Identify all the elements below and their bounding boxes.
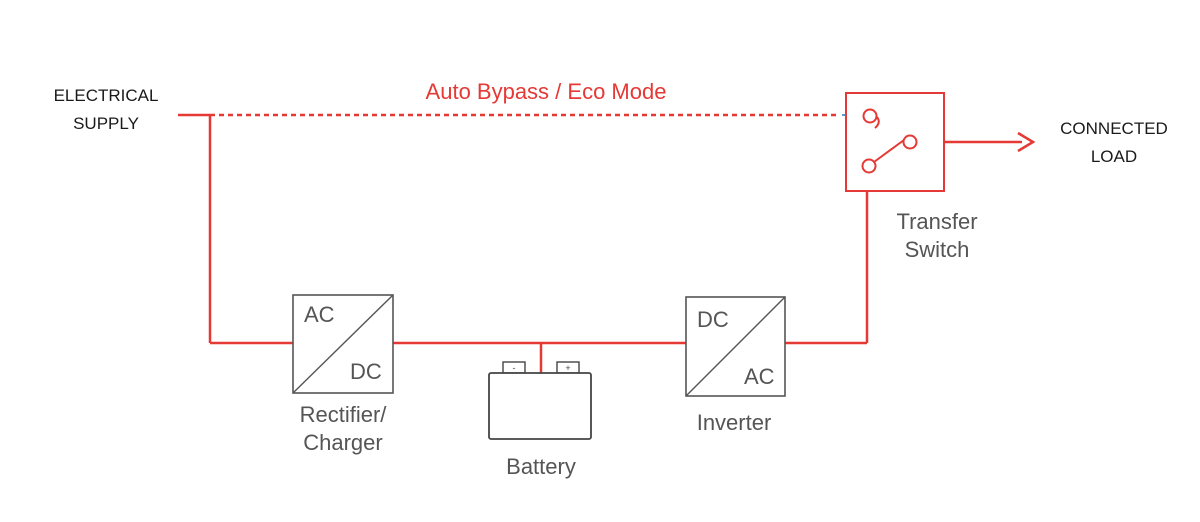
battery-minus-sign: - xyxy=(513,363,516,373)
battery: - + xyxy=(488,361,592,440)
rectifier-charger: AC DC xyxy=(292,294,394,394)
bypass-contact-icon xyxy=(862,108,878,124)
supply-label-line1: ELECTRICAL xyxy=(54,86,159,105)
supply-label-line2: SUPPLY xyxy=(73,114,139,133)
inverter-contact-icon xyxy=(861,158,877,174)
transfer-switch-label-line1: Transfer xyxy=(896,209,977,234)
transfer-switch-label-line2: Switch xyxy=(905,237,970,262)
rectifier-input-label: AC xyxy=(304,302,335,327)
load-label-line2: LOAD xyxy=(1091,147,1137,166)
inverter-input-label: DC xyxy=(697,307,729,332)
transfer-switch xyxy=(845,92,945,192)
rectifier-diagonal xyxy=(292,294,394,394)
output-contact-icon xyxy=(902,134,918,150)
load-label-line1: CONNECTED xyxy=(1060,119,1168,138)
switch-blade-icon xyxy=(873,139,905,163)
inverter-label: Inverter xyxy=(697,410,772,435)
power-lines xyxy=(178,113,1022,373)
rectifier-label-line2: Charger xyxy=(303,430,382,455)
inverter: DC AC xyxy=(685,296,786,397)
rectifier-label-line1: Rectifier/ xyxy=(300,402,388,427)
battery-body xyxy=(488,372,592,440)
rectifier-output-label: DC xyxy=(350,359,382,384)
switch-hook-icon xyxy=(874,115,880,129)
inverter-output-label: AC xyxy=(744,364,775,389)
load-arrow-icon xyxy=(1017,131,1036,153)
transfer-switch-box xyxy=(845,92,945,192)
inverter-diagonal xyxy=(685,296,786,397)
bypass-label: Auto Bypass / Eco Mode xyxy=(426,79,667,104)
battery-label: Battery xyxy=(506,454,576,479)
battery-plus-sign: + xyxy=(565,363,570,373)
